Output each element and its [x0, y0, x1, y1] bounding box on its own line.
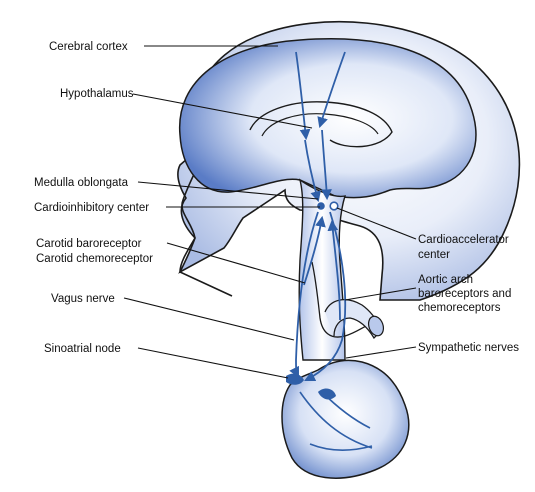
- aortic-afferent: [327, 219, 341, 321]
- label-cardioaccelerator-1: Cardioaccelerator: [418, 234, 509, 246]
- carotid-artery: [311, 261, 373, 338]
- brain: [179, 38, 477, 199]
- label-cardioinhibitory-center: Cardioinhibitory center: [34, 202, 149, 214]
- label-vagus-nerve: Vagus nerve: [51, 293, 115, 305]
- hypothalamus-to-medulla-left: [304, 139, 321, 203]
- label-hypothalamus: Hypothalamus: [60, 88, 134, 100]
- label-medulla-oblongata: Medulla oblongata: [34, 177, 129, 189]
- cardioinhibitory-center-dot: [317, 202, 325, 210]
- cardioaccelerator-center-dot: [329, 201, 339, 211]
- label-carotid-baroreceptor: Carotid baroreceptor: [36, 238, 142, 250]
- label-cerebral-cortex: Cerebral cortex: [49, 41, 128, 53]
- label-aortic-arch-3: chemoreceptors: [418, 302, 501, 314]
- label-carotid-chemoreceptor: Carotid chemoreceptor: [36, 253, 153, 265]
- aortic-vessel-end: [367, 315, 385, 337]
- label-aortic-arch-1: Aortic arch: [418, 274, 473, 286]
- leader-medulla: [137, 181, 319, 200]
- brain-inner-fold-2: [261, 113, 379, 137]
- leader-aortic-arch: [344, 287, 417, 301]
- label-sinoatrial-node: Sinoatrial node: [44, 343, 121, 355]
- label-sympathetic-nerves: Sympathetic nerves: [418, 342, 519, 354]
- leader-sinoatrial: [137, 347, 289, 379]
- vagus-pathway: [289, 211, 319, 378]
- av-node-icon: [318, 388, 336, 400]
- leader-cardioaccelerator: [336, 207, 417, 240]
- leader-vagus: [123, 297, 295, 341]
- leader-hypothalamus: [132, 93, 313, 129]
- label-cardioaccelerator-2: center: [418, 249, 450, 261]
- sympathetic-pathway: [304, 211, 347, 381]
- brain-inner-fold: [249, 101, 393, 148]
- heart: [281, 359, 410, 479]
- hypothalamus-to-medulla-right: [321, 129, 332, 201]
- leader-carotid: [166, 242, 306, 284]
- cortex-pathway-right: [317, 51, 346, 129]
- carotid-afferent: [303, 215, 326, 286]
- cortex-pathway-left: [295, 51, 311, 141]
- leader-sympathetic: [345, 346, 417, 359]
- label-aortic-arch-2: baroreceptors and: [418, 288, 511, 300]
